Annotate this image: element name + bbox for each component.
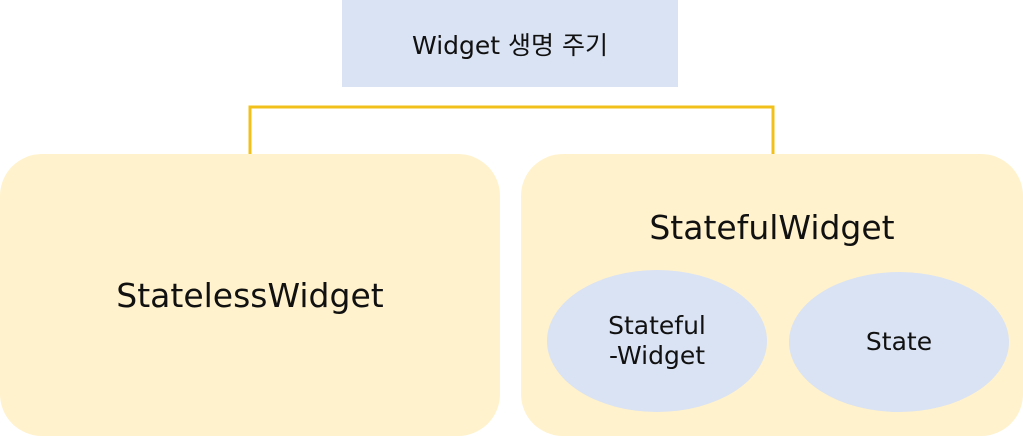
stateless-widget-box: StatelessWidget [0, 154, 500, 436]
state-part-ellipse: State [789, 272, 1009, 412]
stateful-widget-part-line-2: -Widget [608, 341, 706, 370]
state-part-label: State [865, 327, 933, 356]
connector-line [248, 105, 775, 154]
title-box: Widget 생명 주기 [342, 0, 678, 87]
stateful-widget-part-line-1: Stateful [608, 311, 706, 340]
stateful-widget-box: StatefulWidget Stateful -Widget State [521, 154, 1023, 436]
stateless-widget-label: StatelessWidget [116, 275, 384, 315]
title-label: Widget 생명 주기 [412, 30, 608, 60]
stateful-widget-part-ellipse: Stateful -Widget [547, 270, 767, 412]
stateful-widget-label: StatefulWidget [649, 208, 895, 247]
